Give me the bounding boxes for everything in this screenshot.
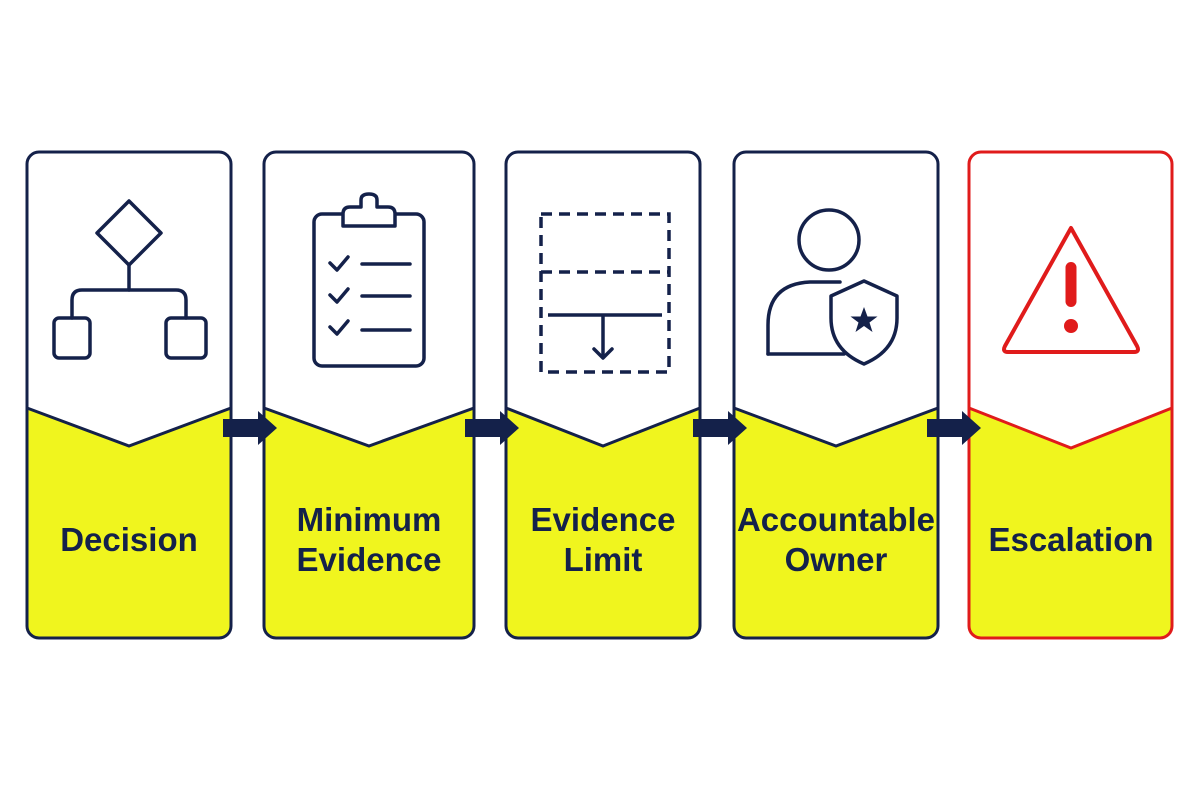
step-label-line: Owner bbox=[785, 541, 888, 578]
arrow-right-icon bbox=[465, 411, 519, 445]
step-card-escalation: Escalation bbox=[967, 150, 1174, 640]
step-label-line: Evidence bbox=[531, 501, 676, 538]
warning-triangle-icon bbox=[1002, 226, 1140, 354]
step-label-line: Evidence bbox=[297, 541, 442, 578]
step-label-line: Accountable bbox=[737, 501, 935, 538]
card-border bbox=[967, 150, 1174, 640]
card-yellow-band bbox=[969, 408, 1172, 638]
arrow-right-icon bbox=[693, 411, 747, 445]
step-label: Escalation bbox=[988, 521, 1153, 558]
arrow-right-icon bbox=[223, 411, 277, 445]
card-border bbox=[504, 150, 702, 640]
step-label-line: Minimum bbox=[297, 501, 442, 538]
card-border bbox=[25, 150, 233, 640]
card-yellow-band bbox=[264, 408, 474, 638]
person-shield-icon bbox=[766, 208, 899, 366]
connector-arrows bbox=[223, 411, 981, 445]
card-border bbox=[732, 150, 940, 640]
card-yellow-band bbox=[506, 408, 700, 638]
card-chevron-divider bbox=[26, 406, 232, 448]
step-label: Decision bbox=[60, 521, 198, 558]
step-label-line: Limit bbox=[564, 541, 643, 578]
dashed-limit-box-icon bbox=[539, 212, 671, 374]
card-chevron-divider bbox=[263, 406, 475, 448]
step-label-line: Escalation bbox=[988, 521, 1153, 558]
card-chevron-divider bbox=[733, 406, 939, 448]
card-border bbox=[262, 150, 476, 640]
card-chevron-divider bbox=[505, 406, 701, 448]
card-yellow-band bbox=[27, 408, 231, 638]
checklist-clipboard-icon bbox=[312, 192, 426, 368]
arrow-right-icon bbox=[927, 411, 981, 445]
step-card-decision: Decision bbox=[25, 150, 233, 640]
card-yellow-band bbox=[734, 408, 938, 638]
step-label-line: Decision bbox=[60, 521, 198, 558]
card-chevron-divider bbox=[968, 406, 1173, 450]
decision-flow-icon bbox=[52, 199, 208, 360]
